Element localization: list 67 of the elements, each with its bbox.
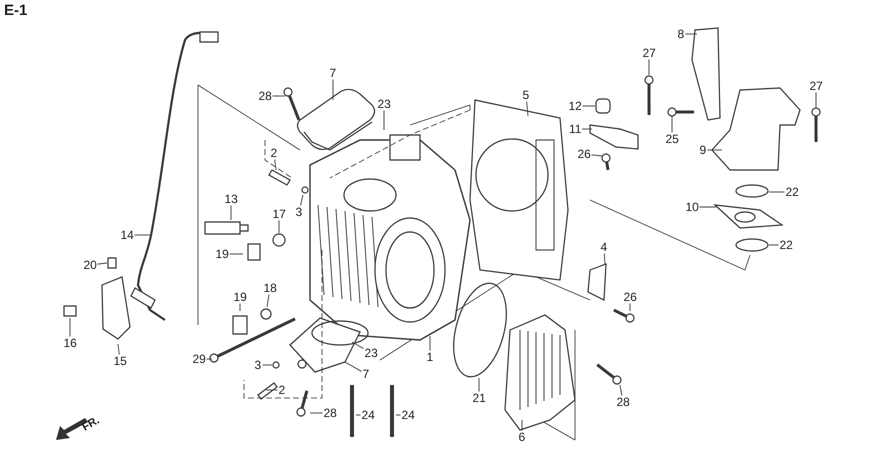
- callout-number: 6: [518, 430, 526, 444]
- callout-number: 7: [362, 368, 370, 380]
- callout-number: 19: [214, 248, 230, 260]
- leader-line: [118, 344, 120, 355]
- callout-number: 29: [192, 352, 207, 366]
- leader-line: [620, 384, 622, 396]
- leader-line: [478, 378, 480, 392]
- callout-number: 18: [262, 282, 278, 294]
- callout-number: 11: [568, 122, 582, 136]
- callout-number: 2: [270, 146, 278, 160]
- callout-number: 1: [426, 350, 434, 364]
- callout-number: 4: [600, 240, 608, 254]
- leader-line: [278, 220, 280, 234]
- leader-line: [604, 253, 606, 266]
- leader-line: [97, 262, 108, 265]
- leader-line: [134, 234, 150, 236]
- callout-number: 23: [364, 346, 379, 360]
- leader-line: [274, 159, 276, 170]
- callout-number: 23: [376, 98, 392, 110]
- leader-line: [352, 342, 364, 350]
- callout-number: 8: [676, 28, 686, 40]
- callout-number: 2: [278, 384, 286, 396]
- leader-line: [396, 414, 401, 416]
- leader-line: [356, 414, 361, 416]
- callout-number: 28: [616, 396, 631, 408]
- leader-line: [266, 294, 270, 308]
- leader-line: [526, 101, 528, 116]
- callout-number: 22: [784, 186, 800, 198]
- leader-line: [332, 79, 334, 100]
- callout-number: 17: [272, 208, 287, 220]
- callout-number: 25: [664, 132, 680, 146]
- leader-line: [768, 244, 779, 246]
- callout-number: 24: [400, 408, 416, 422]
- callout-number: 26: [622, 290, 638, 304]
- leader-line: [582, 128, 592, 130]
- leader-line: [300, 194, 304, 206]
- callout-number: 26: [576, 148, 592, 160]
- callout-number: 27: [808, 80, 824, 92]
- callout-number: 7: [328, 66, 338, 80]
- leader-line: [262, 364, 272, 366]
- callout-number: 14: [120, 228, 135, 242]
- callout-number: 22: [778, 238, 794, 252]
- direction-label: FR.: [80, 414, 102, 434]
- callout-number: 3: [254, 358, 262, 372]
- leader-line: [699, 206, 716, 208]
- leader-line: [206, 358, 212, 360]
- callout-number: 16: [62, 336, 78, 350]
- leader-line: [648, 59, 650, 76]
- callout-number: 13: [224, 192, 239, 206]
- callout-number: 21: [472, 392, 487, 404]
- leader-line: [230, 205, 232, 220]
- callout-number: 3: [294, 206, 304, 218]
- leader-line: [344, 362, 362, 372]
- leader-line: [591, 154, 602, 156]
- figure-title: E-1: [4, 2, 28, 19]
- callout-number: 19: [232, 290, 248, 304]
- leader-line: [310, 412, 323, 414]
- callout-number: 28: [258, 90, 273, 102]
- callout-number: 12: [568, 100, 583, 112]
- callout-number: 28: [322, 406, 338, 420]
- callout-number: 15: [112, 354, 128, 368]
- callout-number: 5: [522, 88, 530, 102]
- callout-number: 27: [642, 46, 657, 60]
- callout-number: 10: [684, 200, 700, 214]
- callout-number: 20: [82, 258, 98, 272]
- callout-number: 9: [698, 144, 708, 156]
- callout-number: 24: [360, 408, 376, 422]
